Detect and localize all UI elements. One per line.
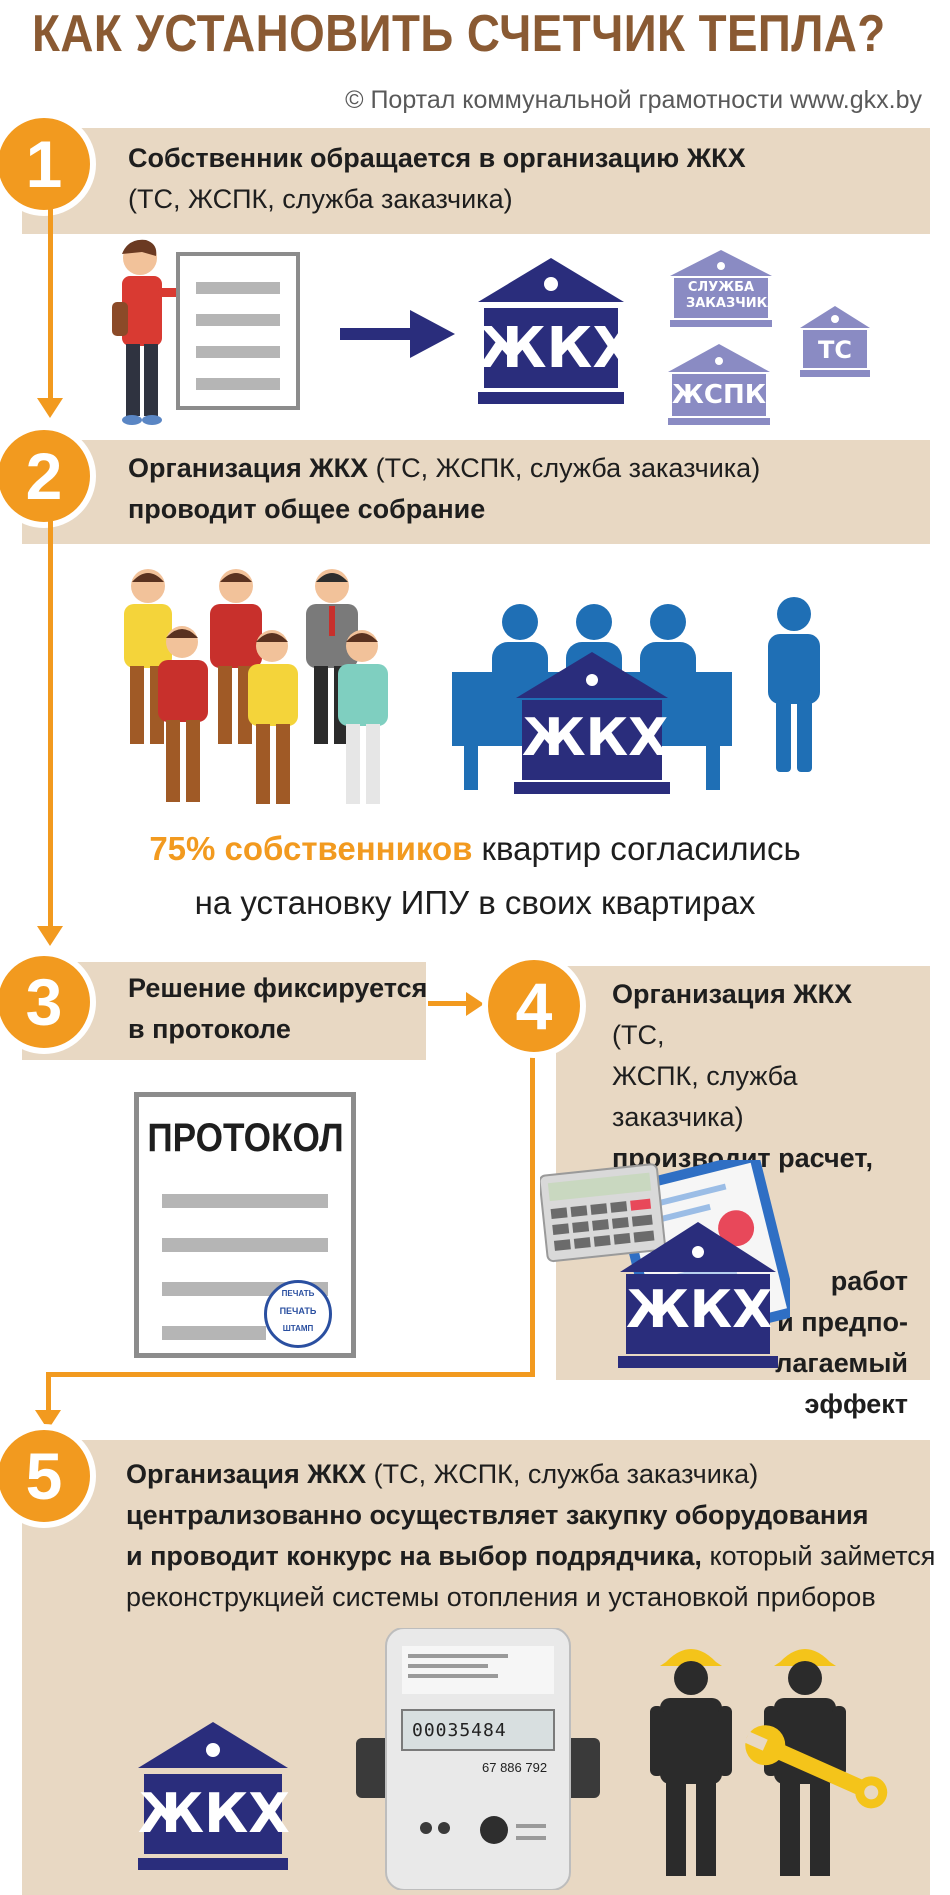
building-label: ТС xyxy=(818,336,852,364)
protocol-title: ПРОТОКОЛ xyxy=(147,1116,344,1160)
step-1-line1: Собственник обращается в организацию ЖКХ xyxy=(128,143,746,173)
step-4-line5: работ xyxy=(830,1266,908,1296)
step-2-line2: проводит общее собрание xyxy=(128,494,486,524)
copyright: © Портал коммунальной грамотности www.gk… xyxy=(345,86,922,114)
step-2-normal: (ТС, ЖСПК, служба заказчика) xyxy=(368,453,761,483)
survey-line2: на установку ИПУ в своих квартирах xyxy=(194,884,756,921)
building-label: ЖКХ xyxy=(626,1280,773,1340)
step-3-line2: в протоколе xyxy=(128,1014,291,1044)
connector-4-5-vertical xyxy=(530,1052,535,1376)
building-label: СЛУЖБА ЗАКАЗЧИКА xyxy=(686,280,778,311)
step-4-line6: и предпо- xyxy=(777,1307,908,1337)
survey-line1: 75% собственников квартир согласились xyxy=(0,822,950,876)
step-3-line1: Решение фиксируется xyxy=(128,973,428,1003)
connector-1-2 xyxy=(48,205,53,401)
building-icon-ts: ТС xyxy=(800,306,870,378)
step-1-band xyxy=(22,128,930,234)
step-4-line7: лагаемый xyxy=(775,1348,908,1378)
step-4-line1: Организация ЖКХ (ТС, xyxy=(612,974,908,1056)
step-1-number: 1 xyxy=(0,112,96,216)
meter-serial: 67 886 792 xyxy=(482,1760,548,1775)
step-4-normal: (ТС, xyxy=(612,1020,665,1050)
heat-meter-icon: 00035484 67 886 792 xyxy=(356,1628,600,1890)
step-2-text: Организация ЖКХ (ТС, ЖСПК, служба заказч… xyxy=(128,448,760,530)
building-icon-step5: ЖКХ xyxy=(138,1722,290,1872)
connector-4-5-down xyxy=(46,1372,51,1414)
building-label: ЖКХ xyxy=(522,708,669,768)
step-5-line1: Организация ЖКХ (ТС, ЖСПК, служба заказч… xyxy=(126,1454,935,1495)
building-icon-service: СЛУЖБА ЗАКАЗЧИКА xyxy=(670,250,778,328)
building-label: ЖКХ xyxy=(138,1782,290,1845)
survey-text: 75% собственников квартир согласились на… xyxy=(0,822,950,930)
step-5-bold: Организация ЖКХ xyxy=(126,1459,367,1489)
stamp-mid: ПЕЧАТЬ xyxy=(279,1306,317,1316)
page-title: КАК УСТАНОВИТЬ СЧЕТЧИК ТЕПЛА? xyxy=(32,5,886,63)
step-5-number: 5 xyxy=(0,1424,96,1528)
meter-digits: 00035484 xyxy=(412,1720,507,1741)
stamp-top: ПЕЧАТЬ xyxy=(281,1289,315,1298)
step-5-text: Организация ЖКХ (ТС, ЖСПК, служба заказч… xyxy=(126,1454,935,1618)
person-standing-icon xyxy=(768,597,820,772)
step-4-line2: ЖСПК, служба заказчика) xyxy=(612,1061,798,1132)
arrow-down-icon xyxy=(37,926,63,946)
arrow-down-icon xyxy=(37,398,63,418)
step-1-text: Собственник обращается в организацию ЖКХ… xyxy=(128,138,746,220)
people-group-icon xyxy=(124,569,388,804)
step-1-line2: (ТС, ЖСПК, служба заказчика) xyxy=(128,184,513,214)
step-2-line1: Организация ЖКХ (ТС, ЖСПК, служба заказч… xyxy=(128,448,760,489)
building-label: ЖКХ xyxy=(478,316,636,381)
arrow-right-icon xyxy=(340,310,455,358)
step-5-normal: (ТС, ЖСПК, служба заказчика) xyxy=(366,1459,759,1489)
step-5-line2: централизованно осуществляет закупку обо… xyxy=(126,1500,869,1530)
step-5-line3: и проводит конкурс на выбор подрядчика, … xyxy=(126,1536,935,1577)
wrench-icon xyxy=(744,1725,888,1809)
step-4-line8: эффект xyxy=(804,1389,908,1419)
stamp-bottom: ШТАМП xyxy=(282,1324,314,1333)
document-icon xyxy=(176,252,300,410)
step-3-text: Решение фиксируется в протоколе xyxy=(128,968,427,1050)
protocol-document-icon: ПРОТОКОЛ ПЕЧАТЬ ПЕЧАТЬ ШТАМП xyxy=(134,1092,356,1358)
meeting-icon: ЖКХ xyxy=(452,600,732,800)
connector-3-4 xyxy=(428,1001,468,1006)
stamp-icon: ПЕЧАТЬ ПЕЧАТЬ ШТАМП xyxy=(264,1280,332,1348)
arrow-right-icon xyxy=(466,992,484,1016)
person-with-document-icon xyxy=(112,239,188,425)
step-4-bold: Организация ЖКХ xyxy=(612,979,853,1009)
survey-highlight: 75% собственников xyxy=(149,830,473,867)
building-label: ЖСПК xyxy=(672,380,766,410)
survey-rest: квартир согласились xyxy=(472,830,801,867)
building-icon-zhspk: ЖСПК xyxy=(668,344,770,426)
step-5-bold3: и проводит конкурс на выбор подрядчика, xyxy=(126,1541,702,1571)
building-icon-main: ЖКХ xyxy=(478,258,636,408)
calculator-icon: ЖКХ xyxy=(540,1160,790,1370)
step-5-line4: реконструкцией системы отопления и устан… xyxy=(126,1582,876,1612)
step-4-number: 4 xyxy=(482,954,586,1058)
worker-icon xyxy=(650,1649,732,1876)
step-3-number: 3 xyxy=(0,950,96,1054)
connector-4-5-horizontal xyxy=(46,1372,535,1377)
step-2-bold: Организация ЖКХ xyxy=(128,453,369,483)
connector-2-3 xyxy=(48,520,53,928)
step-5-normal3: который займется xyxy=(701,1541,936,1571)
step-2-band xyxy=(22,440,930,544)
